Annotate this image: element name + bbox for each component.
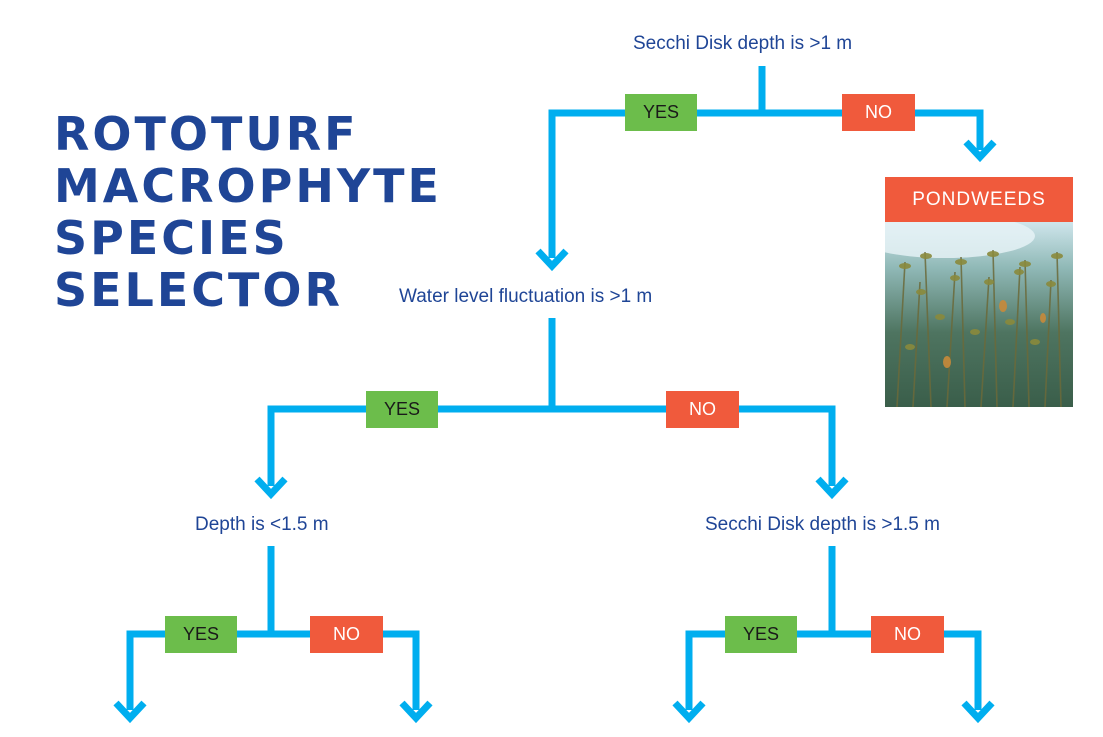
arrowhead-to-q2 bbox=[535, 248, 569, 272]
title-line-1: ROTOTURF bbox=[54, 107, 359, 161]
title-line-4: SELECTOR bbox=[54, 263, 343, 317]
q3-yes-badge: YES bbox=[165, 616, 237, 653]
pondweeds-result-card: PONDWEEDS bbox=[885, 177, 1073, 407]
arrowhead-q4-yes-out bbox=[672, 700, 706, 724]
q1-no-badge: NO bbox=[842, 94, 915, 131]
diagram-title: ROTOTURF MACROPHYTE SPECIES SELECTOR bbox=[54, 108, 442, 316]
pondweeds-label: PONDWEEDS bbox=[885, 177, 1073, 222]
q4-no-badge: NO bbox=[871, 616, 944, 653]
connector-q2-no-branch bbox=[552, 405, 836, 486]
title-line-2: MACROPHYTE bbox=[54, 159, 442, 213]
arrowhead-to-pondweeds bbox=[963, 139, 997, 163]
connector-q1-yes-branch bbox=[548, 109, 762, 258]
arrowhead-q3-yes-out bbox=[113, 700, 147, 724]
arrowhead-to-q3 bbox=[254, 476, 288, 500]
arrowhead-q4-no-out bbox=[961, 700, 995, 724]
title-line-3: SPECIES bbox=[54, 211, 289, 265]
question-water-level-fluctuation: Water level fluctuation is >1 m bbox=[399, 286, 653, 307]
arrowhead-to-q4 bbox=[815, 476, 849, 500]
arrowhead-q3-no-out bbox=[399, 700, 433, 724]
question-secchi-depth-1-5m: Secchi Disk depth is >1.5 m bbox=[705, 514, 940, 535]
connector-q2-yes-branch bbox=[267, 405, 552, 486]
q1-yes-badge: YES bbox=[625, 94, 697, 131]
q2-no-badge: NO bbox=[666, 391, 739, 428]
question-depth-1-5m: Depth is <1.5 m bbox=[195, 514, 329, 535]
q2-yes-badge: YES bbox=[366, 391, 438, 428]
q3-no-badge: NO bbox=[310, 616, 383, 653]
pondweed-photo bbox=[885, 222, 1073, 407]
question-secchi-depth-1m: Secchi Disk depth is >1 m bbox=[633, 33, 853, 54]
connector-q1-no-branch bbox=[762, 109, 984, 150]
q4-yes-badge: YES bbox=[725, 616, 797, 653]
